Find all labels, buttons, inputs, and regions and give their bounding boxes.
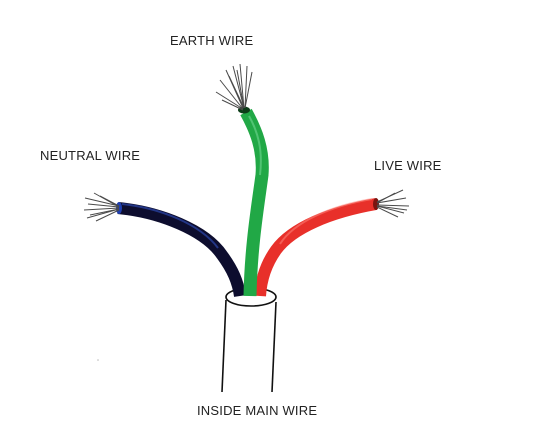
- neutral-strands: [83, 192, 120, 222]
- main-wire-label: INSIDE MAIN WIRE: [197, 403, 318, 418]
- neutral-wire: [83, 192, 246, 297]
- live-wire-label: LIVE WIRE: [374, 158, 442, 173]
- main-cable-sheath: [221, 287, 277, 393]
- neutral-wire-label: NEUTRAL WIRE: [40, 148, 141, 163]
- live-strands: [376, 189, 410, 218]
- earth-wire: [215, 63, 269, 297]
- earth-strands: [215, 63, 253, 111]
- live-wire: [254, 189, 410, 297]
- live-wire-end: [373, 198, 379, 210]
- earth-wire-label: EARTH WIRE: [170, 33, 254, 48]
